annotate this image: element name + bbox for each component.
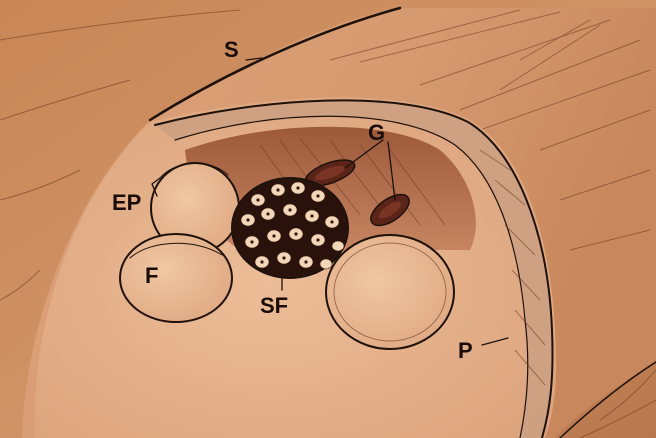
fascicle-right	[326, 235, 454, 349]
fascicle-sf	[232, 178, 348, 278]
label-f: F	[145, 263, 158, 288]
label-p: P	[458, 338, 473, 363]
label-ep: EP	[112, 190, 141, 215]
label-g: G	[368, 120, 385, 145]
fascicle-f	[120, 234, 232, 322]
label-s: S	[224, 37, 239, 62]
label-sf: SF	[260, 293, 288, 318]
